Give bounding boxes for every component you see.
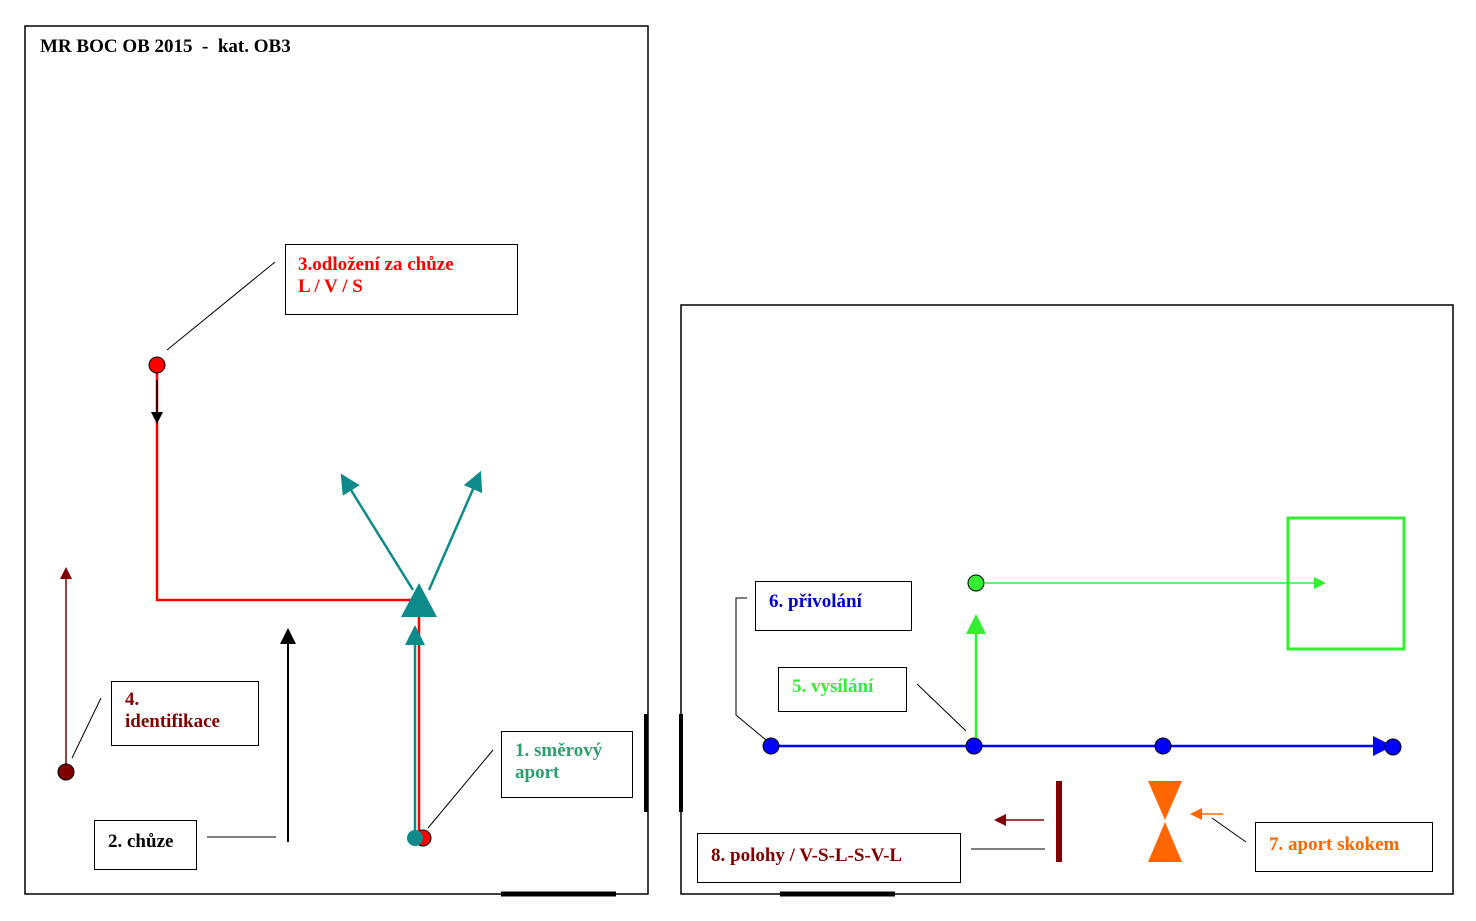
sendaway-square (1286, 516, 1406, 651)
hurdle-top (1148, 781, 1182, 820)
label-identification: 4. identifikace (111, 681, 259, 746)
heeling-stay-point (148, 356, 166, 374)
retrieve-start-point (407, 830, 423, 846)
hurdle-label-leader (1211, 817, 1247, 843)
recall-point-start (762, 737, 780, 755)
left-field (24, 25, 649, 895)
retrieve-cone (401, 583, 437, 617)
identification-point (57, 763, 75, 781)
diagram-title: MR BOC OB 2015 - kat. OB3 (40, 36, 291, 57)
recall-label-leader (735, 597, 767, 741)
label-directed-retrieve: 1. směrový aport (501, 731, 633, 798)
heeling-stay-path (155, 372, 421, 840)
sendaway-point (967, 574, 985, 592)
retrieve-left-arrow (340, 473, 415, 591)
retrieve-label-leader (427, 749, 494, 829)
recall-point-end (1384, 738, 1402, 756)
sendaway-label-leader (916, 683, 967, 732)
label-heeling: 2. chůze (94, 820, 197, 870)
label-send-away: 5. vysílání (778, 667, 907, 712)
heeling-stay-label-leader (166, 261, 276, 351)
label-heeling-stay: 3.odložení za chůze L / V / S (285, 244, 518, 315)
identification-label-leader (71, 697, 102, 759)
label-positions: 8. polohy / V-S-L-S-V-L (697, 833, 961, 883)
recall-point-2 (965, 737, 983, 755)
retrieve-right-arrow (427, 470, 483, 591)
hurdle-bottom (1148, 822, 1182, 862)
recall-point-3 (1154, 737, 1172, 755)
right-field (680, 304, 1454, 895)
label-recall: 6. přivolání (755, 581, 912, 631)
label-retrieve-over-hurdle: 7. aport skokem (1255, 822, 1433, 872)
